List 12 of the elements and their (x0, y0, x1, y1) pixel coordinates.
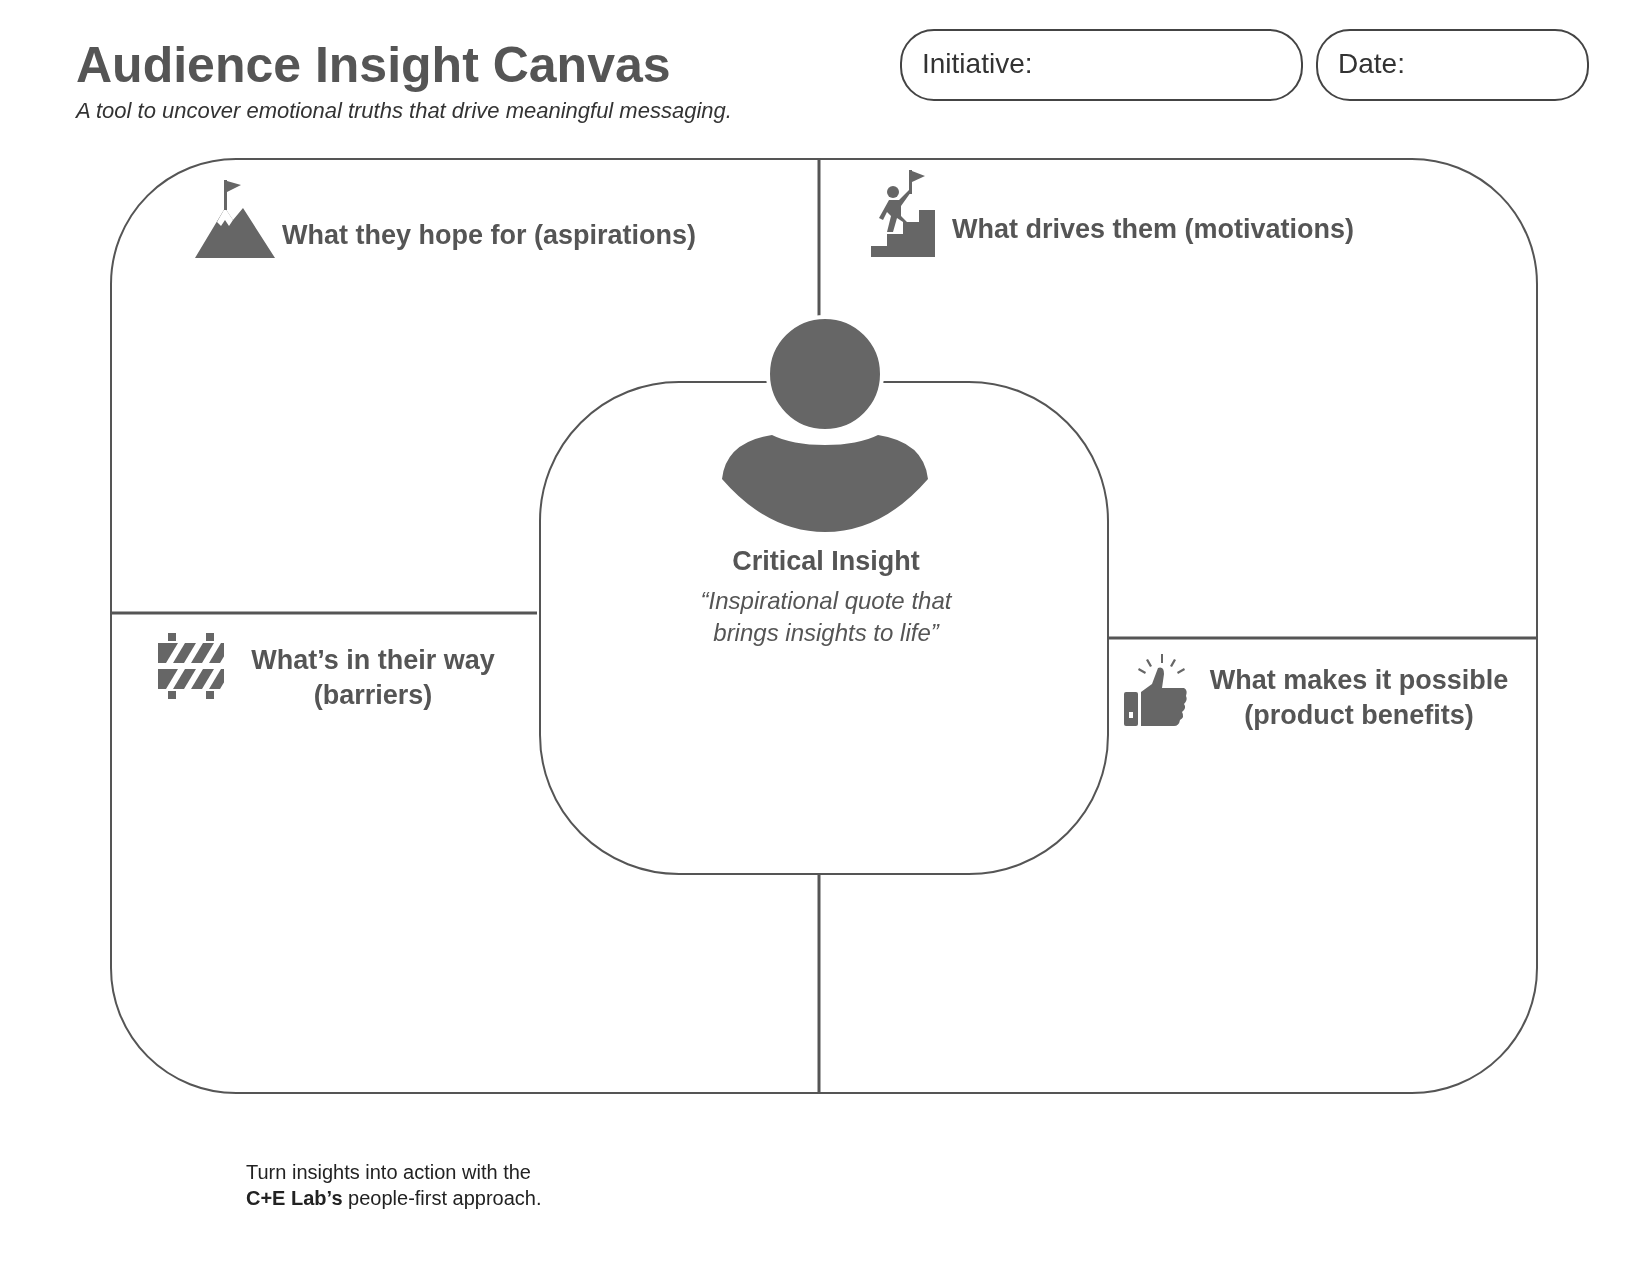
title: Audience Insight Canvas (76, 36, 671, 94)
quadrant-heading: What drives them (motivations) (952, 213, 1356, 246)
canvas-frame (110, 158, 1538, 1094)
subtitle: A tool to uncover emotional truths that drive meaningful messaging. (76, 98, 732, 124)
footer-note: Turn insights into action with the C+E Lab’s people-first approach. (246, 1160, 543, 1211)
insight-quote: “Inspirational quote that brings insights to life” (699, 586, 953, 649)
insight-heading: Critical Insight (731, 545, 921, 578)
quadrant-heading: What makes it possible (product benefits) (1208, 664, 1510, 733)
quadrant-heading: What’s in their way (barriers) (250, 644, 496, 713)
date-field: Date: (1316, 29, 1589, 101)
initiative-field: Initiative: (900, 29, 1303, 101)
quadrant-heading: What they hope for (aspirations) (282, 219, 698, 252)
